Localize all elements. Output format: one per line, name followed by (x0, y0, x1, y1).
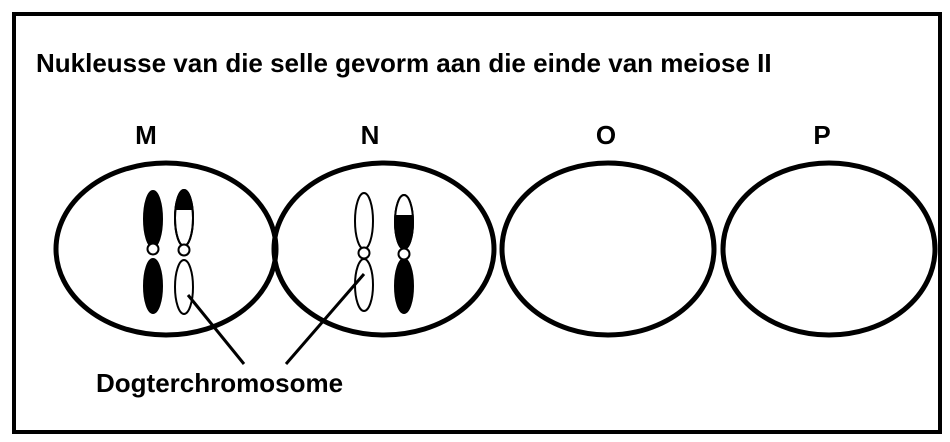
chromosome-m-light (174, 189, 194, 315)
cell-label-n: N (360, 120, 380, 150)
pointer-line-m (186, 294, 246, 365)
cell-label-p: P (813, 120, 831, 150)
daughter-chromosomes-label: Dogterchromosome (96, 368, 344, 398)
cell-o (499, 160, 717, 338)
diagram-frame (12, 12, 942, 434)
cell-p (720, 160, 938, 338)
cell-label-o: O (595, 120, 617, 150)
cell-m (53, 160, 279, 338)
cell-label-m: M (135, 120, 157, 150)
chromosome-n-dark (394, 194, 414, 314)
chromosome-n-light (354, 192, 374, 312)
diagram-title: Nukleusse van die selle gevorm aan die e… (36, 48, 772, 78)
cell-n (271, 160, 497, 338)
pointer-line-n (284, 273, 366, 365)
chromosome-m-dark (143, 190, 163, 314)
